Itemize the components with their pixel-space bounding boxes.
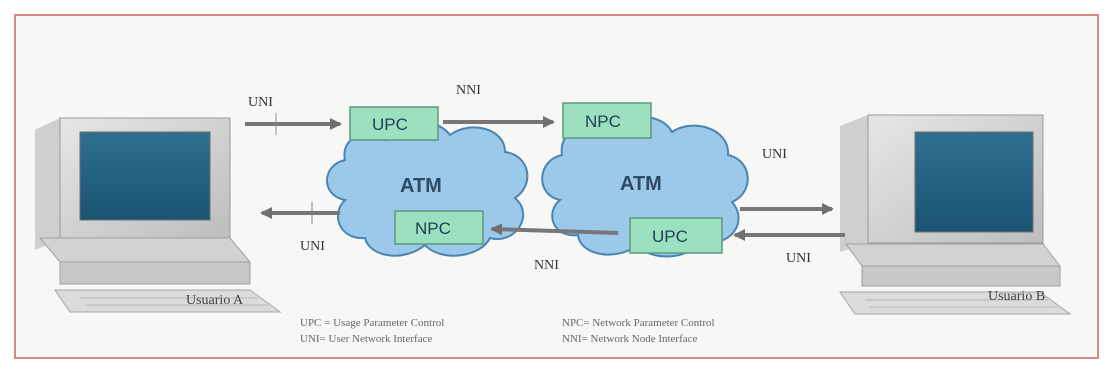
atm-label-right: ATM <box>620 173 662 195</box>
npc-box-left-label: NPC <box>415 219 451 238</box>
uni-label-bottom-left: UNI <box>300 239 325 254</box>
atm-label-left: ATM <box>400 175 442 197</box>
npc-box-right-label: NPC <box>585 112 621 131</box>
uni-label-bottom-right: UNI <box>786 251 811 266</box>
legend-upc: UPC = Usage Parameter Control <box>300 317 444 329</box>
computer-a-icon <box>35 117 282 313</box>
nni-label-top: NNI <box>456 83 481 98</box>
nni-label-bottom: NNI <box>534 258 559 273</box>
legend: UPC = Usage Parameter Control UNI= User … <box>300 317 715 345</box>
legend-npc: NPC= Network Parameter Control <box>562 317 715 329</box>
upc-box-left: UPC <box>349 106 439 141</box>
uni-label-top-left: UNI <box>248 95 273 110</box>
user-a-label: Usuario A <box>186 293 244 308</box>
user-b-label: Usuario B <box>988 289 1045 304</box>
npc-box-left: NPC <box>394 210 484 245</box>
arrow-nni-bottom <box>490 223 619 236</box>
uni-label-right-top: UNI <box>762 147 787 162</box>
npc-box-right: NPC <box>562 102 652 139</box>
legend-uni: UNI= User Network Interface <box>300 333 432 345</box>
computer-b-icon <box>839 114 1072 315</box>
upc-box-left-label: UPC <box>372 115 408 134</box>
legend-nni: NNI= Network Node Interface <box>562 333 698 345</box>
upc-box-right-label: UPC <box>652 227 688 246</box>
upc-box-right: UPC <box>629 217 723 254</box>
